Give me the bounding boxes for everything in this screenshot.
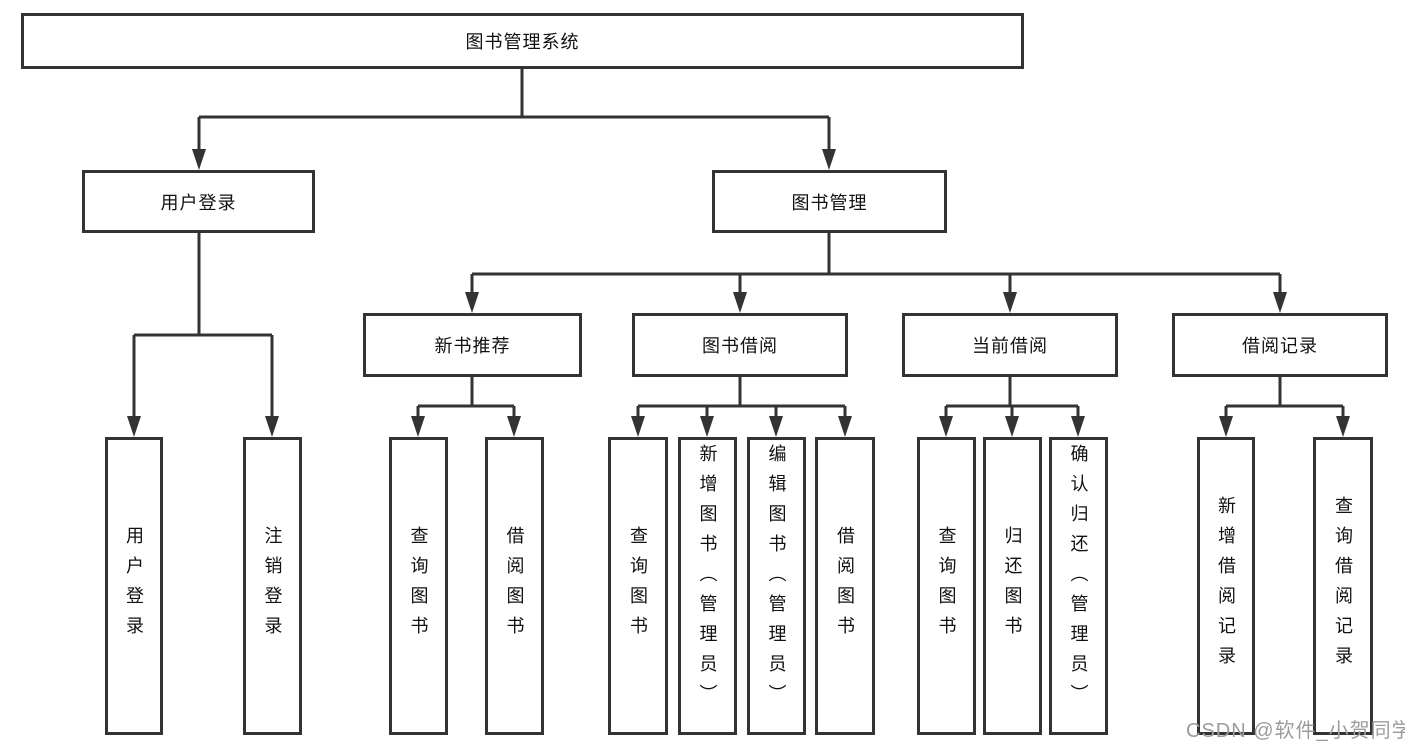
- leaf-borrow-books-1: 借阅图书: [485, 437, 544, 735]
- node-label: 新增借阅记录: [1216, 496, 1236, 676]
- leaf-confirm-return-admin: 确认归还（管理员）: [1049, 437, 1108, 735]
- node-label: 查询图书: [408, 526, 429, 646]
- leaf-borrow-books-2: 借阅图书: [815, 437, 875, 735]
- leaf-logout: 注销登录: [243, 437, 302, 735]
- node-new-book-recommend: 新书推荐: [363, 313, 582, 377]
- node-label: 图书管理: [791, 192, 868, 213]
- node-label: 新书推荐: [434, 336, 511, 356]
- node-label: 查询借阅记录: [1333, 496, 1353, 676]
- node-label: 归还图书: [1002, 526, 1023, 646]
- node-label: 用户登录: [160, 192, 237, 213]
- node-label: 查询图书: [936, 526, 957, 646]
- node-label: 编辑图书（管理员）: [766, 444, 787, 714]
- leaf-add-borrow-record: 新增借阅记录: [1197, 437, 1255, 735]
- node-label: 新增图书（管理员）: [697, 444, 718, 714]
- leaf-query-books-1: 查询图书: [389, 437, 448, 735]
- node-label: 图书借阅: [702, 336, 778, 356]
- leaf-query-books-2: 查询图书: [608, 437, 668, 735]
- leaf-query-books-3: 查询图书: [917, 437, 976, 735]
- leaf-query-borrow-record: 查询借阅记录: [1313, 437, 1373, 735]
- leaf-edit-book-admin: 编辑图书（管理员）: [747, 437, 806, 735]
- leaf-add-book-admin: 新增图书（管理员）: [678, 437, 737, 735]
- node-book-management-branch: 图书管理: [712, 170, 947, 233]
- node-label: 注销登录: [262, 526, 283, 646]
- node-label: 借阅记录: [1242, 336, 1318, 356]
- node-borrow-records: 借阅记录: [1172, 313, 1388, 377]
- csdn-watermark: CSDN @软件_小贺同学: [1186, 720, 1405, 742]
- node-user-login-branch: 用户登录: [82, 170, 315, 233]
- node-label: 图书管理系统: [465, 32, 580, 52]
- node-root-library-management-system: 图书管理系统: [21, 13, 1024, 69]
- node-book-borrowing: 图书借阅: [632, 313, 848, 377]
- node-current-borrowing: 当前借阅: [902, 313, 1118, 377]
- node-label: 借阅图书: [504, 526, 525, 646]
- node-label: 用户登录: [124, 526, 144, 646]
- node-label: 确认归还（管理员）: [1068, 444, 1089, 714]
- leaf-user-login: 用户登录: [105, 437, 163, 735]
- node-label: 当前借阅: [972, 336, 1048, 356]
- leaf-return-books: 归还图书: [983, 437, 1042, 735]
- node-label: 查询图书: [628, 526, 648, 646]
- node-label: 借阅图书: [835, 526, 855, 646]
